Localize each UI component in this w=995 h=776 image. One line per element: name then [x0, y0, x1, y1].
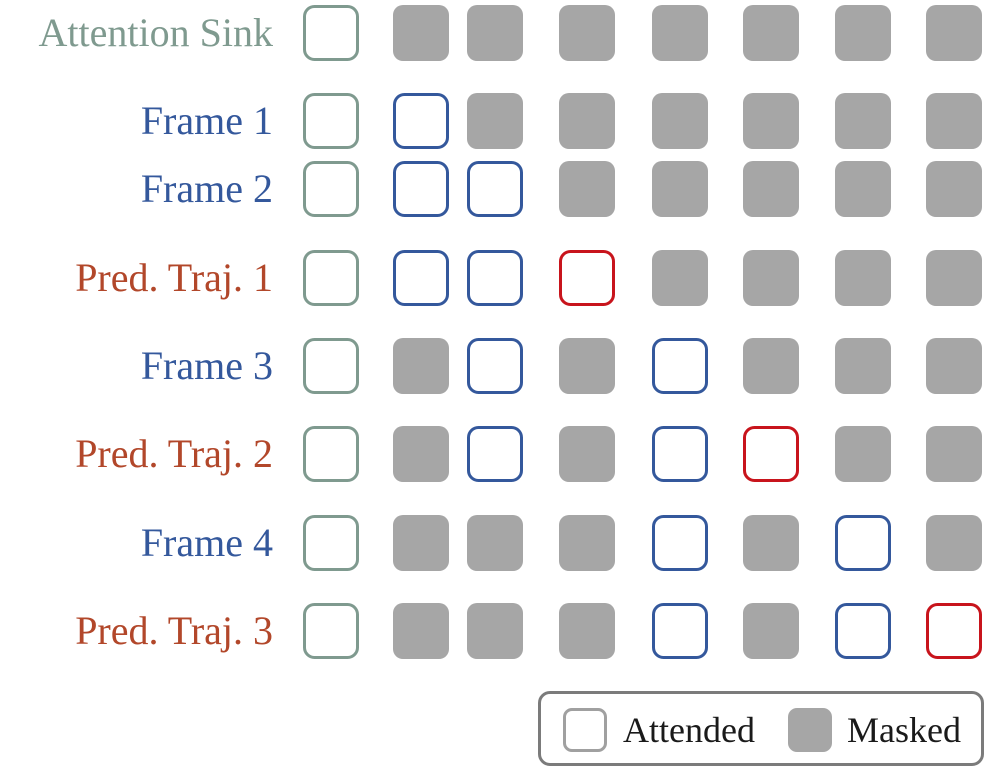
masked-cell [467, 93, 523, 149]
masked-cell [559, 5, 615, 61]
masked-cell [743, 5, 799, 61]
masked-cell [467, 515, 523, 571]
attended-cell [393, 93, 449, 149]
attended-cell [467, 426, 523, 482]
attended-cell [559, 250, 615, 306]
masked-cell [835, 5, 891, 61]
masked-cell [393, 338, 449, 394]
masked-cell [835, 93, 891, 149]
masked-cell [926, 426, 982, 482]
masked-cell [393, 426, 449, 482]
masked-cell [559, 93, 615, 149]
row-label: Frame 4 [140, 520, 273, 565]
attended-cell [303, 426, 359, 482]
legend: Attended Masked [538, 691, 984, 766]
attended-cell [303, 603, 359, 659]
attended-cell [652, 338, 708, 394]
row-label: Pred. Traj. 3 [75, 608, 273, 653]
masked-cell [835, 161, 891, 217]
attended-cell [652, 603, 708, 659]
masked-cell [743, 250, 799, 306]
attended-cell [303, 93, 359, 149]
attended-cell [467, 250, 523, 306]
attended-cell [303, 5, 359, 61]
attended-cell [393, 250, 449, 306]
legend-attended-label: Attended [623, 710, 755, 750]
masked-cell [559, 338, 615, 394]
row-label: Pred. Traj. 2 [75, 431, 273, 476]
masked-cell [926, 515, 982, 571]
masked-cell [743, 603, 799, 659]
attended-cell [303, 515, 359, 571]
attended-cell [393, 161, 449, 217]
masked-cell [559, 161, 615, 217]
masked-cell [559, 426, 615, 482]
masked-cell [559, 603, 615, 659]
attended-cell [926, 603, 982, 659]
masked-cell [926, 5, 982, 61]
masked-cell [743, 161, 799, 217]
attended-cell [652, 515, 708, 571]
masked-cell [652, 250, 708, 306]
attended-cell [303, 338, 359, 394]
attended-cell [835, 603, 891, 659]
masked-cell [393, 5, 449, 61]
row-label: Frame 2 [140, 166, 273, 211]
masked-cell [467, 5, 523, 61]
attended-cell [835, 515, 891, 571]
attended-cell [467, 338, 523, 394]
masked-cell [926, 250, 982, 306]
row-label: Frame 1 [140, 98, 273, 143]
masked-cell [467, 603, 523, 659]
masked-cell [559, 515, 615, 571]
masked-cell [743, 338, 799, 394]
attended-cell [743, 426, 799, 482]
attended-cell [467, 161, 523, 217]
masked-cell [652, 5, 708, 61]
masked-cell [835, 338, 891, 394]
masked-cell [652, 93, 708, 149]
row-label: Attention Sink [38, 10, 273, 55]
masked-cell [743, 93, 799, 149]
masked-cell [835, 250, 891, 306]
masked-cell [926, 161, 982, 217]
masked-cell [926, 93, 982, 149]
masked-cell [393, 603, 449, 659]
legend-masked-label: Masked [847, 710, 961, 750]
attended-cell [303, 161, 359, 217]
legend-attended-swatch [563, 708, 607, 752]
row-label: Frame 3 [140, 343, 273, 388]
masked-cell [835, 426, 891, 482]
masked-cell [652, 161, 708, 217]
masked-cell [926, 338, 982, 394]
row-label: Pred. Traj. 1 [75, 255, 273, 300]
masked-cell [393, 515, 449, 571]
attended-cell [303, 250, 359, 306]
attended-cell [652, 426, 708, 482]
masked-cell [743, 515, 799, 571]
legend-masked-swatch [788, 708, 832, 752]
